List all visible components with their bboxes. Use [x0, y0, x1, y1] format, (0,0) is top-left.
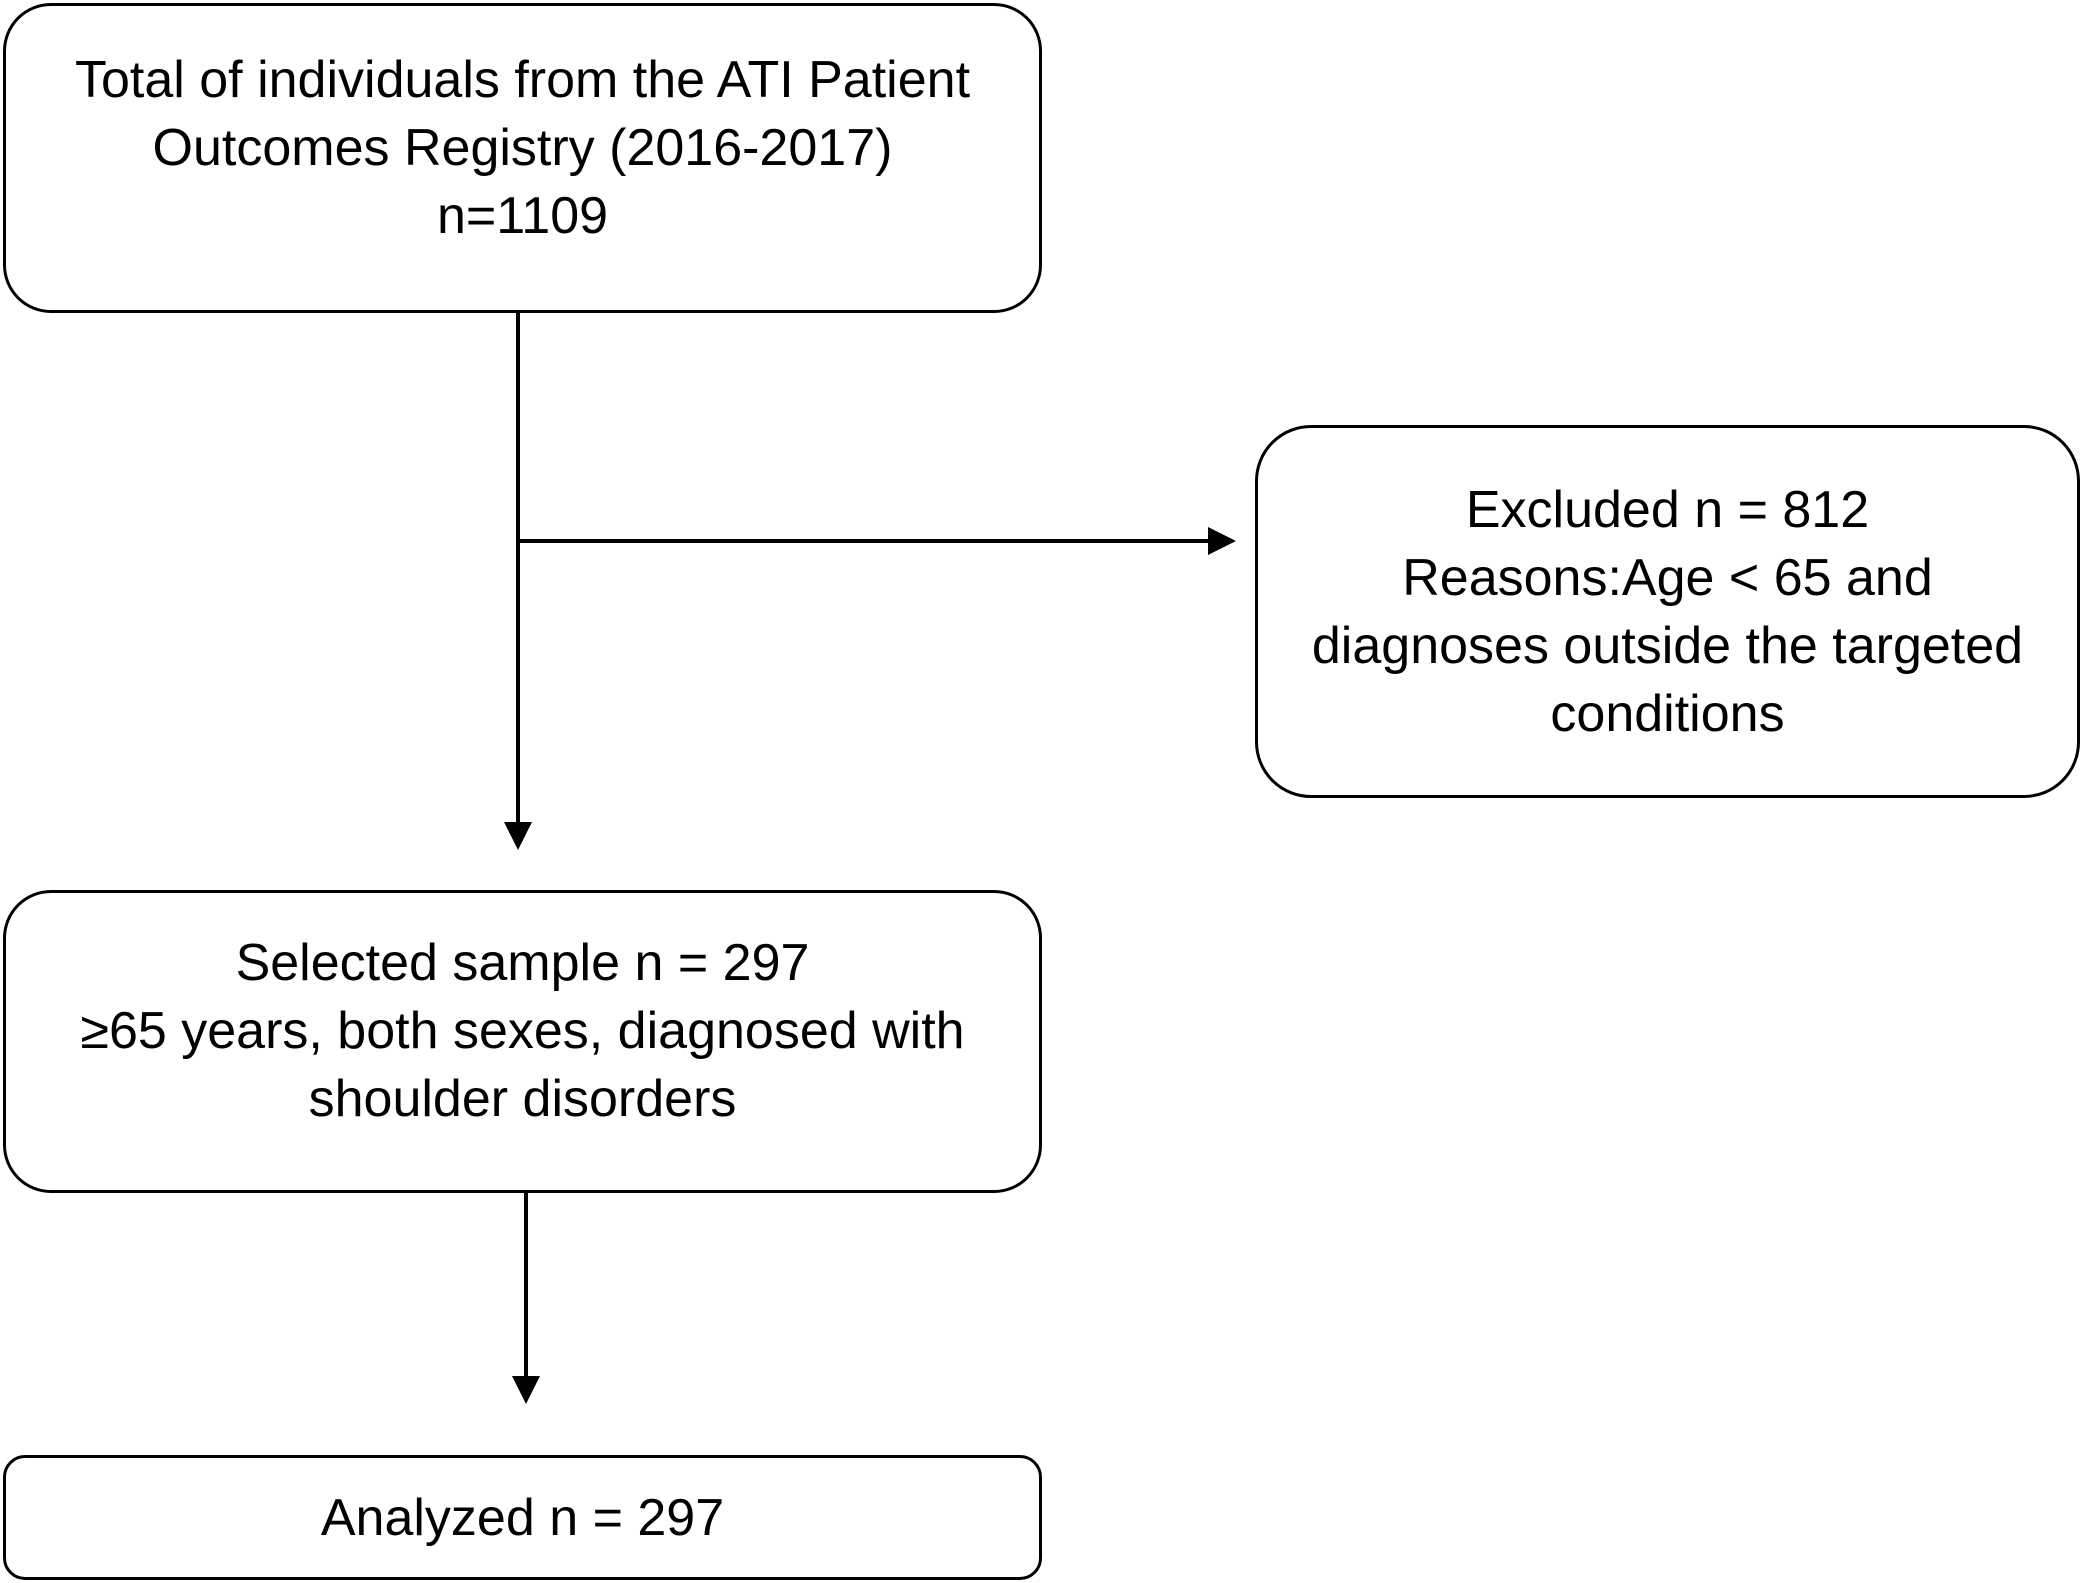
- excluded-line-4: conditions: [1550, 684, 1785, 743]
- excluded-box: Excluded n = 812 Reasons:Age < 65 and di…: [1255, 425, 2080, 798]
- selected-line-3: shoulder disorders: [308, 1070, 737, 1128]
- analyzed-line-1: Analyzed n = 297: [320, 1488, 725, 1547]
- total-line-1: Total of individuals from the ATI Patien…: [74, 51, 971, 109]
- arrowhead-to-selected: [504, 822, 532, 850]
- excluded-line-2: Reasons:Age < 65 and: [1402, 548, 1933, 607]
- selected-line-2: ≥65 years, both sexes, diagnosed with: [80, 1002, 965, 1060]
- arrowhead-to-analyzed: [512, 1376, 540, 1404]
- selected-line-1: Selected sample n = 297: [235, 934, 810, 992]
- arrowhead-to-excluded: [1208, 527, 1236, 555]
- total-line-3: n=1109: [436, 187, 609, 245]
- excluded-line-3: diagnoses outside the targeted: [1311, 616, 2024, 675]
- excluded-line-1: Excluded n = 812: [1465, 480, 1870, 539]
- analyzed-box: Analyzed n = 297: [3, 1455, 1042, 1580]
- selected-sample-box: Selected sample n = 297 ≥65 years, both …: [3, 890, 1042, 1193]
- total-individuals-box: Total of individuals from the ATI Patien…: [3, 3, 1042, 313]
- total-line-2: Outcomes Registry (2016-2017): [152, 119, 893, 177]
